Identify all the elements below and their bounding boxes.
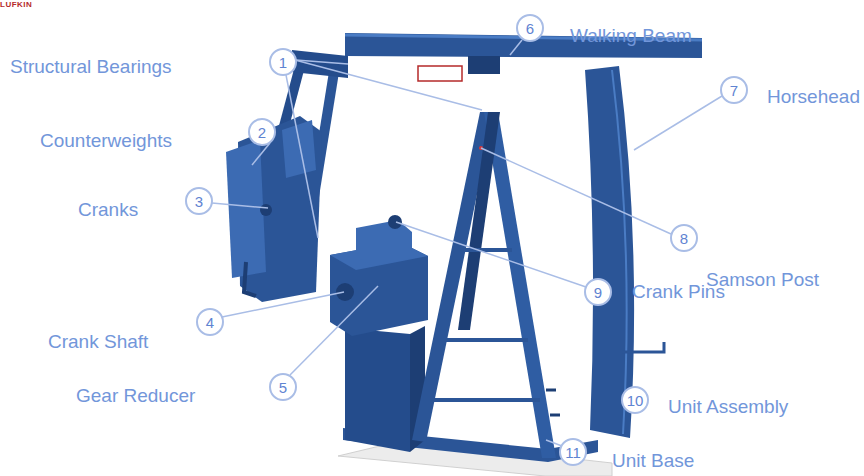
callout-number: 4 — [206, 315, 214, 330]
callout-circle: 5 — [269, 373, 297, 401]
callout-number: 1 — [279, 55, 287, 70]
crank-pin — [388, 215, 402, 229]
callout-number: 7 — [730, 83, 738, 98]
callout-circle: 7 — [720, 76, 748, 104]
leader-line — [510, 40, 522, 55]
leader-lines — [212, 40, 722, 446]
callout-circle: 4 — [196, 308, 224, 336]
callout-circle: 9 — [584, 278, 612, 306]
leader-line — [634, 96, 722, 150]
part-name: Structural Bearings — [10, 57, 172, 78]
callout-circle: 3 — [185, 187, 213, 215]
ladder-rung — [546, 389, 556, 392]
center-bearing — [468, 56, 500, 74]
leader-line — [290, 286, 378, 375]
callout-number: 10 — [627, 393, 644, 408]
horsehead-rib — [612, 70, 627, 434]
callout-circle: 8 — [670, 224, 698, 252]
part-name: Horsehead — [767, 87, 860, 108]
part-name: Counterweights — [40, 131, 172, 152]
reducer-stand — [345, 328, 410, 452]
leader-line — [212, 203, 268, 208]
callout-circle: 1 — [269, 48, 297, 76]
crank-handle — [244, 262, 256, 296]
leader-line — [286, 75, 318, 238]
leader-line — [396, 222, 586, 287]
equalizer — [292, 50, 348, 78]
callout-number: 6 — [526, 21, 534, 36]
part-name: Walking Beam — [570, 26, 692, 47]
part-name: Unit Base — [612, 451, 694, 472]
part-name: Crank Shaft — [48, 332, 148, 353]
samson-leg — [458, 112, 500, 330]
callout-number: 8 — [680, 231, 688, 246]
part-name: Cranks — [78, 200, 138, 221]
leader-line — [222, 292, 344, 317]
leader-line — [481, 148, 671, 234]
callout-number: 11 — [565, 445, 581, 460]
samson-leg — [484, 112, 556, 458]
leader-line — [252, 143, 270, 165]
crank-hole — [260, 204, 272, 216]
brace — [424, 398, 540, 402]
brand-plate — [418, 66, 462, 81]
callout-number: 5 — [279, 380, 287, 395]
callout-circle: 10 — [621, 386, 649, 414]
leader-line — [295, 60, 482, 110]
leader-line — [296, 60, 348, 64]
callout-circle: 6 — [516, 14, 544, 42]
callout-circle: 2 — [248, 118, 276, 146]
brand-text: LUFKIN — [0, 0, 864, 9]
callout-circle: 11 — [559, 438, 587, 466]
brace — [436, 338, 528, 342]
bridle — [622, 342, 664, 352]
callout-number: 2 — [258, 125, 266, 140]
callout-number: 9 — [594, 285, 602, 300]
ladder-rung — [550, 414, 560, 417]
counterweight — [226, 140, 266, 278]
part-name: Gear Reducer — [76, 386, 195, 407]
callout-number: 3 — [195, 194, 203, 209]
horsehead — [585, 66, 634, 438]
crank-shaft — [336, 283, 354, 301]
part-name: Crank Pins — [632, 282, 725, 303]
part-name: Unit Assembly — [668, 397, 788, 418]
gear-cover — [356, 220, 412, 266]
counterweight — [282, 120, 316, 178]
